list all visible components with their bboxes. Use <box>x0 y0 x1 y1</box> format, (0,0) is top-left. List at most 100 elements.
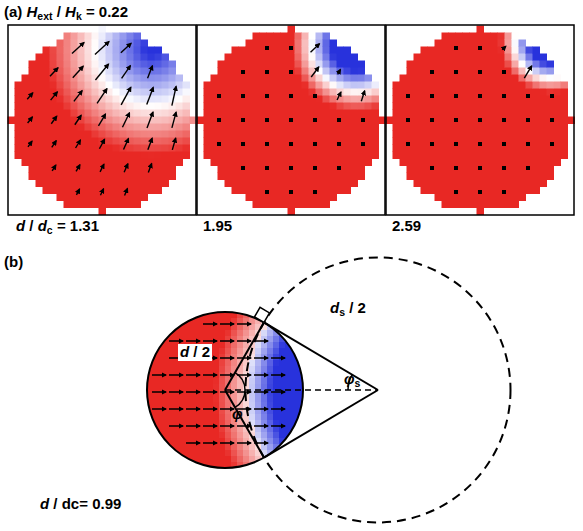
vector-dot <box>361 142 365 146</box>
magnetization-pixel <box>435 173 443 181</box>
magnetization-pixel <box>153 306 160 313</box>
vector-dot <box>454 166 458 170</box>
magnetization-pixel <box>246 103 254 111</box>
magnetization-pixel <box>414 68 422 76</box>
magnetization-pixel <box>344 82 352 90</box>
magnetization-pixel <box>393 152 401 160</box>
magnetization-pixel <box>491 159 499 167</box>
magnetization-pixel <box>344 131 352 139</box>
magnetization-pixel <box>435 187 443 195</box>
magnetization-pixel <box>177 390 184 397</box>
magnetization-pixel <box>43 145 51 153</box>
magnetization-pixel <box>183 426 190 433</box>
magnetization-pixel <box>127 173 135 181</box>
magnetization-pixel <box>428 61 436 69</box>
magnetization-pixel <box>477 82 485 90</box>
magnetization-pixel <box>153 390 160 397</box>
magnetization-pixel <box>155 47 163 55</box>
magnetization-pixel <box>232 75 240 83</box>
magnetization-pixel <box>519 89 527 97</box>
magnetization-pixel <box>15 82 23 90</box>
magnetization-pixel <box>274 75 282 83</box>
vector-dot <box>454 70 458 74</box>
magnetization-pixel <box>316 159 324 167</box>
magnetization-pixel <box>159 354 166 361</box>
magnetization-pixel <box>211 89 219 97</box>
magnetization-pixel <box>177 366 184 373</box>
magnetization-pixel <box>330 75 338 83</box>
magnetization-pixel <box>470 54 478 62</box>
magnetization-pixel <box>323 89 331 97</box>
magnetization-pixel <box>176 96 184 104</box>
magnetization-pixel <box>519 173 527 181</box>
magnetization-pixel <box>484 124 492 132</box>
magnetization-pixel <box>99 173 107 181</box>
magnetization-pixel <box>92 152 100 160</box>
magnetization-pixel <box>344 145 352 153</box>
vector-arrow <box>172 138 175 150</box>
magnetization-pixel <box>183 152 191 160</box>
magnetization-pixel <box>442 96 450 104</box>
magnetization-pixel <box>274 152 282 160</box>
magnetization-pixel <box>316 201 324 209</box>
magnetization-pixel <box>183 366 190 373</box>
magnetization-pixel <box>15 138 23 146</box>
magnetization-pixel <box>498 40 506 48</box>
magnetization-pixel <box>512 40 520 48</box>
magnetization-pixel <box>484 40 492 48</box>
magnetization-pixel <box>92 194 100 202</box>
magnetization-pixel <box>43 159 51 167</box>
magnetization-pixel <box>195 390 202 397</box>
magnetization-pixel <box>274 68 282 76</box>
magnetization-pixel <box>470 145 478 153</box>
magnetization-pixel <box>218 124 226 132</box>
vector-arrow <box>148 66 153 78</box>
magnetization-pixel <box>456 124 464 132</box>
magnetization-pixel <box>267 152 275 160</box>
magnetization-pixel <box>477 40 485 48</box>
magnetization-pixel <box>330 40 338 48</box>
magnetization-pixel <box>141 360 148 367</box>
magnetization-pixel <box>165 414 172 421</box>
magnetization-pixel <box>141 414 148 421</box>
magnetization-pixel <box>71 138 79 146</box>
magnetization-pixel <box>330 187 338 195</box>
magnetization-pixel <box>246 131 254 139</box>
magnetization-pixel <box>29 103 37 111</box>
magnetization-pixel <box>246 194 254 202</box>
magnetization-pixel <box>127 33 135 41</box>
magnetization-pixel <box>159 348 166 355</box>
magnetization-pixel <box>365 159 373 167</box>
magnetization-pixel <box>239 173 247 181</box>
magnetization-pixel <box>484 82 492 90</box>
magnetization-pixel <box>491 33 499 41</box>
magnetization-pixel <box>449 194 457 202</box>
magnetization-pixel <box>330 89 338 97</box>
magnetization-pixel <box>225 152 233 160</box>
magnetization-pixel <box>540 152 548 160</box>
magnetization-pixel <box>246 152 254 160</box>
magnetization-pixel <box>57 75 65 83</box>
magnetization-pixel <box>428 180 436 188</box>
magnetization-pixel <box>99 131 107 139</box>
magnetization-pixel <box>183 396 190 403</box>
magnetization-pixel <box>505 33 513 41</box>
magnetization-pixel <box>147 336 154 343</box>
magnetization-pixel <box>141 306 148 313</box>
magnetization-pixel <box>302 110 310 118</box>
magnetization-pixel <box>449 103 457 111</box>
magnetization-pixel <box>134 61 142 69</box>
magnetization-pixel <box>171 360 178 367</box>
magnetization-pixel <box>195 426 202 433</box>
magnetization-pixel <box>176 152 184 160</box>
magnetization-pixel <box>195 432 202 439</box>
magnetization-pixel <box>316 194 324 202</box>
magnetization-pixel <box>171 474 178 481</box>
vector-arrow <box>311 44 320 53</box>
magnetization-pixel <box>295 103 303 111</box>
magnetization-pixel <box>470 152 478 160</box>
vector-arrow <box>51 92 58 100</box>
magnetization-pixel <box>274 117 282 125</box>
magnetization-pixel <box>78 152 86 160</box>
magnetization-pixel <box>106 33 114 41</box>
